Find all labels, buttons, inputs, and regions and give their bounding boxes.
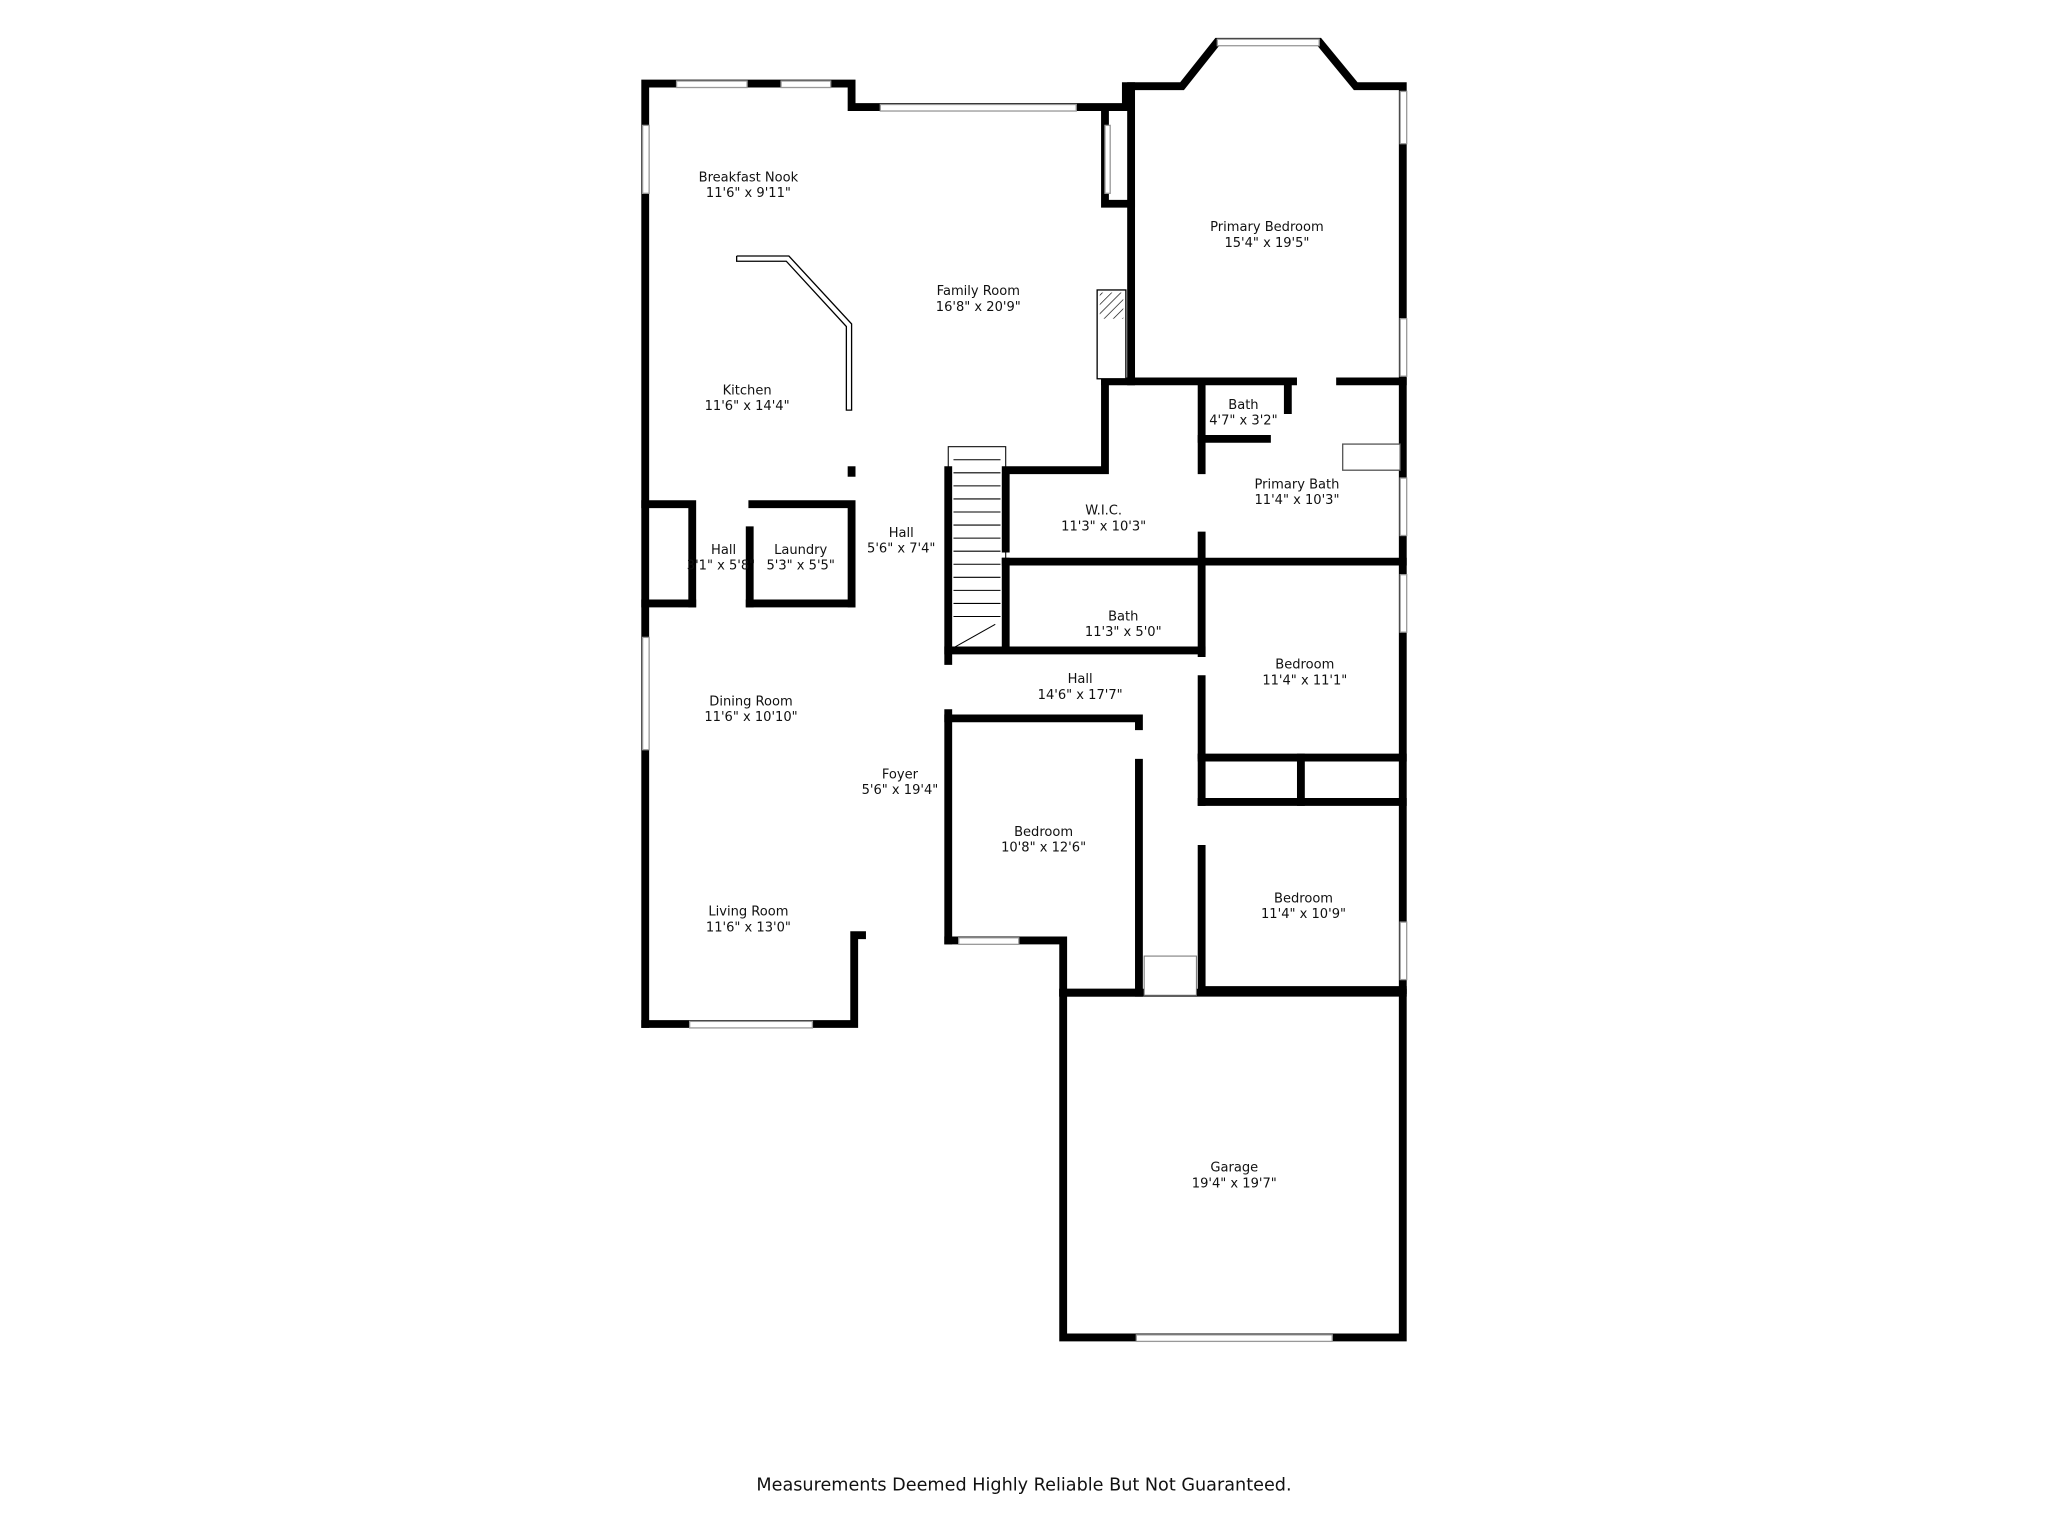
room-label: Family Room <box>937 284 1020 299</box>
room-label: 11'6" x 13'0" <box>706 920 791 935</box>
room-label: Garage <box>1210 1161 1258 1176</box>
room-label: Primary Bedroom <box>1210 220 1324 235</box>
room-wic: W.I.C.11'3" x 10'3" <box>1061 504 1146 535</box>
room-label: Living Room <box>708 905 788 920</box>
room-label: 5'6" x 19'4" <box>862 783 939 798</box>
room-label: 11'6" x 14'4" <box>705 399 790 414</box>
fireplace-hatch <box>1099 292 1124 319</box>
room-label: Dining Room <box>709 694 792 709</box>
room-label: Hall <box>1068 672 1093 687</box>
room-label: Bedroom <box>1274 892 1333 907</box>
room-label: 11'3" x 5'0" <box>1085 625 1162 640</box>
room-label: 4'7" x 3'2" <box>1209 413 1277 428</box>
staircase <box>947 446 1007 651</box>
room-label: Hall <box>889 526 914 541</box>
room-label: Bath <box>1228 398 1258 413</box>
room-label: Bath <box>1108 609 1138 624</box>
room-label: Hall <box>711 543 736 558</box>
room-label: Primary Bath <box>1255 477 1340 492</box>
room-label: W.I.C. <box>1085 504 1122 519</box>
garage-steps <box>1143 955 1197 996</box>
room-label: 19'4" x 19'7" <box>1192 1176 1277 1191</box>
vanity <box>1342 443 1401 471</box>
room-label: 11'4" x 10'9" <box>1261 907 1346 922</box>
room-label: 14'6" x 17'7" <box>1038 688 1123 703</box>
room-label: 3'1" x 5'8" <box>687 558 755 573</box>
windows <box>641 38 1408 1343</box>
room-label: Foyer <box>882 767 919 782</box>
room-label: 15'4" x 19'5" <box>1224 236 1309 251</box>
room-label: 11'4" x 10'3" <box>1254 493 1339 508</box>
room-label: 11'4" x 11'1" <box>1262 673 1347 688</box>
room-label: 5'3" x 5'5" <box>766 558 834 573</box>
room-label: 16'8" x 20'9" <box>936 300 1021 315</box>
fixtures <box>735 255 1401 996</box>
room-label: 11'3" x 10'3" <box>1061 519 1146 534</box>
room-label: 5'6" x 7'4" <box>867 541 935 556</box>
room-label: Kitchen <box>723 383 772 398</box>
room-label: Bedroom <box>1014 825 1073 840</box>
disclaimer-footer: Measurements Deemed Highly Reliable But … <box>756 1475 1291 1495</box>
room-label: 10'8" x 12'6" <box>1001 841 1086 856</box>
room-label: Breakfast Nook <box>699 171 799 186</box>
room-label: Laundry <box>774 543 827 558</box>
room-label: 11'6" x 9'11" <box>706 186 791 201</box>
room-label: 11'6" x 10'10" <box>704 710 797 725</box>
room-label: Bedroom <box>1275 658 1334 673</box>
